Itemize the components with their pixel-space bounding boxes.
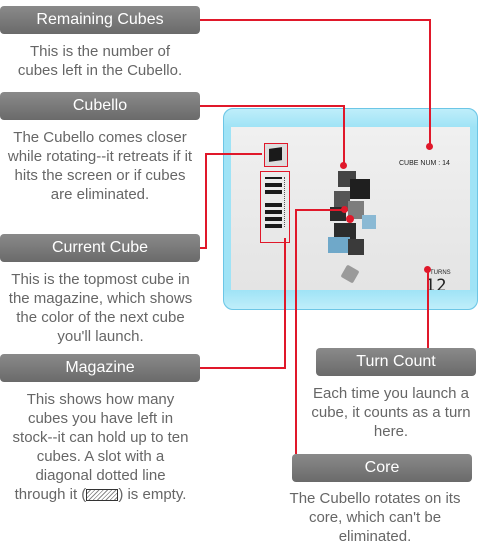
remaining-cubes-line — [200, 19, 430, 21]
current-cube-line — [200, 247, 207, 249]
magazine-slot — [265, 224, 282, 228]
magazine-box — [260, 171, 290, 243]
magazine-slot — [265, 190, 282, 194]
turn-count-desc: Each time you launch a cube, it counts a… — [311, 385, 471, 440]
magazine-title: Magazine — [0, 354, 200, 382]
core-line — [295, 209, 297, 454]
turn-count-line — [427, 270, 429, 348]
screen-bottom-band — [224, 290, 477, 309]
current-cube-line — [205, 153, 207, 248]
current-cube-line — [205, 153, 262, 155]
cubello-block — [328, 237, 350, 253]
game-screenshot: CUBE NUM : 14 TURNS 12 — [223, 108, 478, 310]
cubello-block — [348, 201, 364, 219]
cubello-desc: The Cubello comes closer while rotating-… — [7, 129, 193, 203]
turn-count-dot — [424, 266, 431, 273]
cubello — [326, 171, 386, 267]
current-cube-desc: This is the topmost cube in the magazine… — [8, 271, 193, 345]
turns-label: TURNS — [430, 270, 451, 276]
launched-cube-shadow — [340, 264, 360, 284]
magazine-line — [200, 367, 285, 369]
magazine-arrow — [284, 177, 285, 227]
cubello-block — [362, 215, 376, 229]
magazine-line — [284, 238, 286, 369]
core-dot — [341, 206, 348, 213]
current-cube-icon — [269, 147, 282, 162]
magazine-slot — [265, 217, 282, 221]
cubello-block — [334, 223, 356, 239]
cubello-line — [200, 105, 344, 107]
turn-count-title: Turn Count — [316, 348, 476, 376]
core-title: Core — [292, 454, 472, 482]
cubello-dot — [340, 162, 347, 169]
remaining-cubes-dot — [426, 143, 433, 150]
cubello-line — [343, 105, 345, 165]
magazine-slot — [265, 183, 282, 187]
core-desc: The Cubello rotates on its core, which c… — [289, 490, 461, 545]
cubello-block — [348, 239, 364, 255]
core-marker — [346, 215, 354, 223]
magazine-slot — [265, 203, 282, 207]
screen-top-band — [224, 109, 477, 127]
game-screen-area: CUBE NUM : 14 TURNS 12 — [231, 127, 470, 296]
remaining-cubes-line — [429, 19, 431, 146]
current-cube-title: Current Cube — [0, 234, 200, 262]
cube-num-readout: CUBE NUM : 14 — [399, 160, 450, 167]
magazine-desc-after: ) is empty. — [118, 486, 187, 503]
core-line — [295, 209, 345, 211]
magazine-desc: This shows how many cubes you have left … — [8, 390, 193, 504]
magazine-desc-before: This shows how many cubes you have left … — [12, 391, 189, 503]
magazine-slot — [265, 177, 282, 179]
remaining-cubes-desc: This is the number of cubes left in the … — [17, 43, 183, 79]
cubello-title: Cubello — [0, 92, 200, 120]
remaining-cubes-title: Remaining Cubes — [0, 6, 200, 34]
magazine-slot — [265, 210, 282, 214]
current-cube-box — [264, 143, 288, 167]
cubello-block — [350, 179, 370, 199]
empty-slot-icon — [86, 489, 119, 502]
